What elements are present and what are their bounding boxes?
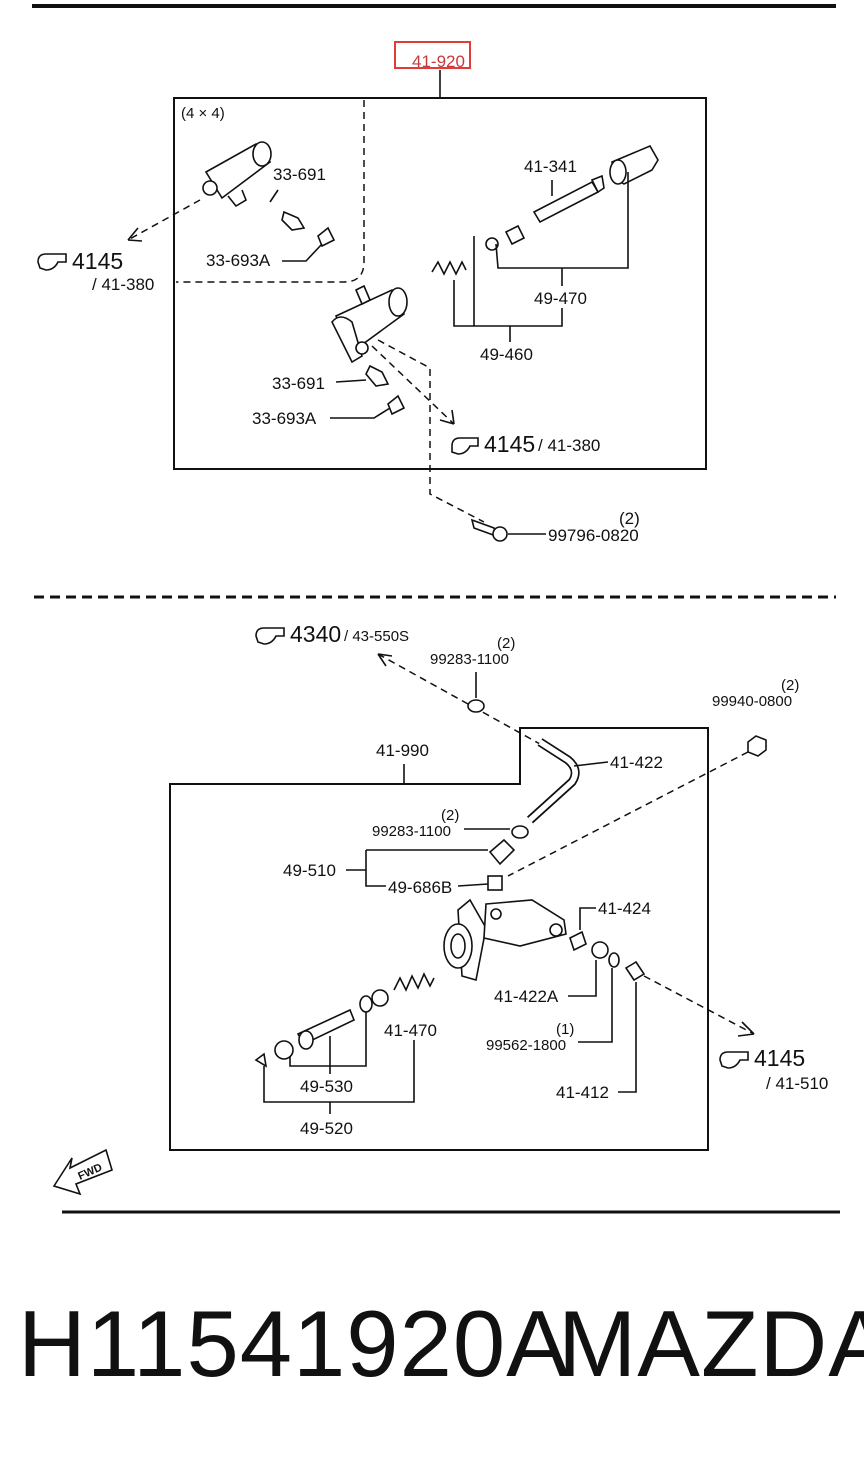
label-41-422: 41-422 xyxy=(610,753,663,772)
mounting-bolt[interactable] xyxy=(470,518,508,542)
hand-pointer-icon xyxy=(451,437,479,455)
label-clamp-top: 99283-1100 xyxy=(430,651,509,668)
lower-assembly-box xyxy=(169,727,709,1151)
o-ring[interactable] xyxy=(608,952,620,968)
label-41-422A: 41-422A xyxy=(494,987,559,1006)
bushing[interactable] xyxy=(485,224,526,251)
ref-4145-lower[interactable]: 4145 xyxy=(754,1045,805,1071)
label-clamp-mid: 99283-1100 xyxy=(372,823,451,840)
dust-boot[interactable] xyxy=(609,144,659,185)
slave-cylinder-4x4[interactable] xyxy=(202,141,272,208)
piston[interactable] xyxy=(359,989,389,1013)
label-nut: 99940-0800 xyxy=(712,693,792,710)
label-bolt-qty: (2) xyxy=(619,509,640,528)
label-49-530: 49-530 xyxy=(300,1077,353,1096)
ref-41-380-left: / 41-380 xyxy=(92,275,154,294)
highlight-box xyxy=(394,41,471,69)
label-clamp-mid-qty: (2) xyxy=(441,807,459,824)
label-41-424: 41-424 xyxy=(598,899,651,918)
retainer[interactable] xyxy=(274,1040,294,1060)
hose-clamp-top[interactable] xyxy=(467,699,485,713)
ref-43-550S: / 43-550S xyxy=(344,628,409,645)
ref-4145-left[interactable]: 4145 xyxy=(72,248,123,274)
ref-41-380-mid: / 41-380 xyxy=(538,436,600,455)
hand-pointer-icon xyxy=(255,627,285,645)
master-cylinder[interactable] xyxy=(443,898,567,982)
label-nut-qty: (2) xyxy=(781,677,799,694)
fwd-arrow-icon: FWD xyxy=(52,1148,113,1196)
label-49-520: 49-520 xyxy=(300,1119,353,1138)
ref-4145-mid[interactable]: 4145 xyxy=(484,431,535,457)
hose-fitting[interactable] xyxy=(488,838,516,866)
spring[interactable] xyxy=(431,260,467,276)
bleeder-screw[interactable] xyxy=(365,364,390,387)
label-99562-qty: (1) xyxy=(556,1021,574,1038)
clevis-pin[interactable] xyxy=(254,1052,268,1068)
flange-nut[interactable] xyxy=(747,735,767,757)
label-33-691-upper: 33-691 xyxy=(273,165,326,184)
piston-spring[interactable] xyxy=(393,972,435,992)
bleeder-screw-4x4[interactable] xyxy=(281,210,306,231)
label-49-460: 49-460 xyxy=(480,345,533,364)
label-99562: 99562-1800 xyxy=(486,1037,566,1054)
label-41-990: 41-990 xyxy=(376,741,429,760)
fitting-seal[interactable] xyxy=(487,875,503,891)
ref-41-510: / 41-510 xyxy=(766,1074,828,1093)
slave-cylinder[interactable] xyxy=(331,284,408,364)
label-bolt: 99796-0820 xyxy=(548,526,639,545)
label-clamp-top-qty: (2) xyxy=(497,635,515,652)
label-41-412: 41-412 xyxy=(556,1083,609,1102)
push-rod[interactable] xyxy=(532,174,605,224)
hand-pointer-icon xyxy=(719,1051,749,1069)
highlight-part-label[interactable]: 41-920 xyxy=(412,52,465,71)
upper-group-label: (4 × 4) xyxy=(181,105,225,122)
bleeder-cap[interactable] xyxy=(387,394,406,416)
label-49-686B: 49-686B xyxy=(388,878,452,897)
label-41-470: 41-470 xyxy=(384,1021,437,1040)
hose-clamp-mid[interactable] xyxy=(511,825,529,839)
union-bolt[interactable] xyxy=(624,960,646,982)
clutch-hose[interactable] xyxy=(526,738,580,824)
caption: H11541920A MAZDA xyxy=(0,1290,864,1400)
label-33-693A-lower: 33-693A xyxy=(252,409,317,428)
part-number: H11541920A xyxy=(18,1291,570,1396)
reservoir-bushing[interactable] xyxy=(591,941,609,959)
push-rod-lower[interactable] xyxy=(296,1008,356,1050)
brand-name: MAZDA xyxy=(558,1291,864,1396)
label-33-693A-upper: 33-693A xyxy=(206,251,271,270)
piston-cup[interactable] xyxy=(569,930,587,952)
label-49-510: 49-510 xyxy=(283,861,336,880)
label-33-691-lower: 33-691 xyxy=(272,374,325,393)
bleeder-cap-4x4[interactable] xyxy=(317,226,336,248)
four-by-four-subbox xyxy=(176,100,365,283)
hand-pointer-icon xyxy=(37,253,67,271)
ref-4340[interactable]: 4340 xyxy=(290,621,341,647)
label-49-470-upper: 49-470 xyxy=(534,289,587,308)
upper-assembly-box xyxy=(173,97,707,470)
label-41-341: 41-341 xyxy=(524,157,577,176)
